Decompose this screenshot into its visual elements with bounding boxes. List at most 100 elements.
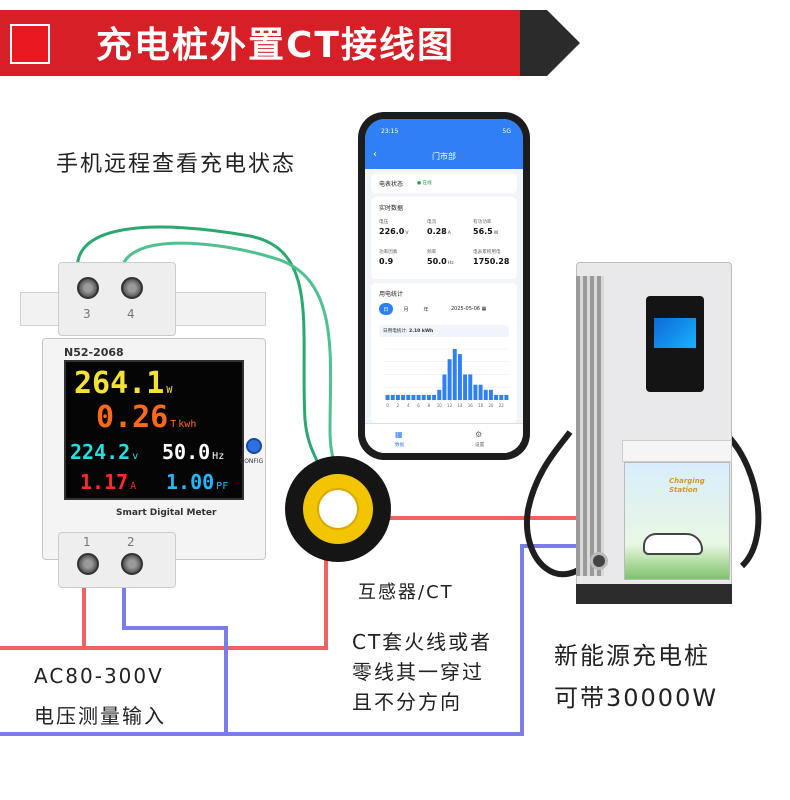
input-label: 电压测量输入 <box>34 704 166 728</box>
chart-bar-4 <box>406 394 411 400</box>
charger-name: 新能源充电桩 <box>554 642 710 670</box>
chart-bar-3 <box>401 394 406 400</box>
metric-voltage-unit: V <box>405 231 409 236</box>
daily-total-value: 2.10 kWh <box>409 329 434 334</box>
metric-voltage-label: 电压 <box>379 220 389 225</box>
current-transformer <box>285 456 391 562</box>
chart-x-tick: 22 <box>499 403 505 408</box>
chart-x-tick: 12 <box>447 403 453 408</box>
config-button[interactable] <box>246 438 262 454</box>
bottom-nav: ▦ 数据 ⚙ 设置 <box>365 423 523 453</box>
data-tab-icon[interactable]: ▦ <box>395 430 403 439</box>
chart-bar-16 <box>468 374 473 400</box>
charger-screen <box>654 318 696 348</box>
phone-screen: 23:15 5G ‹ 门市部 电表状态 ● 在线 实时数据 电压 226.0V … <box>365 119 523 453</box>
chart-bar-19 <box>483 389 488 400</box>
metric-freq-unit: Hz <box>447 261 454 266</box>
metric-current-value: 0.28 <box>427 227 447 236</box>
meter-status-card: 电表状态 ● 在线 <box>371 173 517 193</box>
meter-status-text: 在线 <box>422 181 432 186</box>
power-unit: W <box>166 385 173 396</box>
voltage-unit: v <box>132 451 139 462</box>
stats-title: 用电统计 <box>379 291 404 298</box>
tab-day[interactable]: 日 <box>379 303 393 315</box>
charging-cable-right <box>725 433 762 569</box>
terminal-screw-1 <box>77 553 99 575</box>
tab-month[interactable]: 月 <box>403 307 409 313</box>
smartphone: 23:15 5G ‹ 门市部 电表状态 ● 在线 实时数据 电压 226.0V … <box>358 112 530 460</box>
meter-status-value: ● 在线 <box>417 181 432 186</box>
realtime-title: 实时数据 <box>379 205 404 212</box>
input-range: AC80-300V <box>34 664 164 688</box>
chart-bar-2 <box>395 394 400 400</box>
date-picker[interactable]: 2025-05-06 ▦ <box>451 306 487 312</box>
poster-line-2: Station <box>669 486 698 494</box>
remote-view-caption: 手机远程查看充电状态 <box>56 152 297 177</box>
metric-power-value: 56.5 <box>473 227 493 236</box>
chart-x-tick: 18 <box>478 403 484 408</box>
ct-note-line-3: 且不分方向 <box>352 690 462 714</box>
meter-model: N52-2068 <box>64 346 124 359</box>
power-factor-unit: PF <box>216 481 229 492</box>
back-icon[interactable]: ‹ <box>373 149 377 160</box>
banner-title: 充电桩外置CT接线图 <box>96 25 455 66</box>
chart-x-tick: 8 <box>428 403 431 408</box>
tab-year[interactable]: 年 <box>423 307 429 313</box>
meter-status-label: 电表状态 <box>379 181 404 188</box>
banner-dark-arrow <box>520 10 580 76</box>
terminal-screw-4 <box>121 277 143 299</box>
charging-cable <box>523 430 599 578</box>
nav-data[interactable]: 数据 <box>395 443 405 448</box>
chart-bar-9 <box>432 394 437 400</box>
metric-power: 56.5W <box>473 227 498 236</box>
chart-x-tick: 0 <box>386 403 389 408</box>
energy-value: 0.26 <box>96 400 169 435</box>
chart-bar-21 <box>494 394 499 400</box>
charger-poster: Charging Station <box>624 462 730 580</box>
metric-pf-label: 功率因素 <box>379 250 398 255</box>
ct-signal-wire-b <box>119 241 338 471</box>
chart-bar-7 <box>421 394 426 400</box>
daily-total-label: 日用电统计: <box>383 329 408 334</box>
terminal-label-3: 3 <box>83 307 91 321</box>
charger-control-panel <box>646 296 704 392</box>
metric-power-label: 有功功率 <box>473 220 492 225</box>
nav-settings[interactable]: 设置 <box>475 443 485 448</box>
neutral-wire <box>0 544 604 736</box>
current-unit: A <box>130 481 137 492</box>
chart-bar-15 <box>463 374 468 400</box>
chart-bar-12 <box>447 359 452 400</box>
chart-bar-1 <box>390 394 395 400</box>
chart-x-tick: 20 <box>488 403 494 408</box>
banner-square-icon <box>10 24 50 64</box>
chart-x-tick: 10 <box>437 403 443 408</box>
chart-bar-14 <box>457 354 462 400</box>
chart-bar-0 <box>385 394 390 400</box>
live-wire <box>0 516 604 650</box>
metric-total-value: 1750.28 <box>473 257 510 266</box>
chart-x-tick: 4 <box>407 403 410 408</box>
current-value: 1.17 <box>80 470 129 494</box>
poster-line-1: Charging <box>669 477 705 485</box>
ev-car-icon <box>643 533 703 555</box>
ev-charging-station: Charging Station <box>576 262 732 608</box>
settings-gear-icon[interactable]: ⚙ <box>475 430 483 439</box>
terminal-label-2: 2 <box>127 535 135 549</box>
metric-freq-value: 50.0 <box>427 257 447 266</box>
app-title: 门市部 <box>432 152 456 161</box>
chart-bar-8 <box>426 394 431 400</box>
voltage-value: 224.2 <box>70 440 131 464</box>
chart-bar-11 <box>442 374 447 400</box>
metric-voltage: 226.0V <box>379 227 408 236</box>
metric-current-unit: A <box>447 231 451 236</box>
meter-bottom-terminal-block: 1 2 <box>58 532 176 588</box>
terminal-screw-2 <box>121 553 143 575</box>
status-time: 23:15 <box>381 128 399 135</box>
frequency-value: 50.0 <box>162 440 211 464</box>
chart-bar-5 <box>411 394 416 400</box>
